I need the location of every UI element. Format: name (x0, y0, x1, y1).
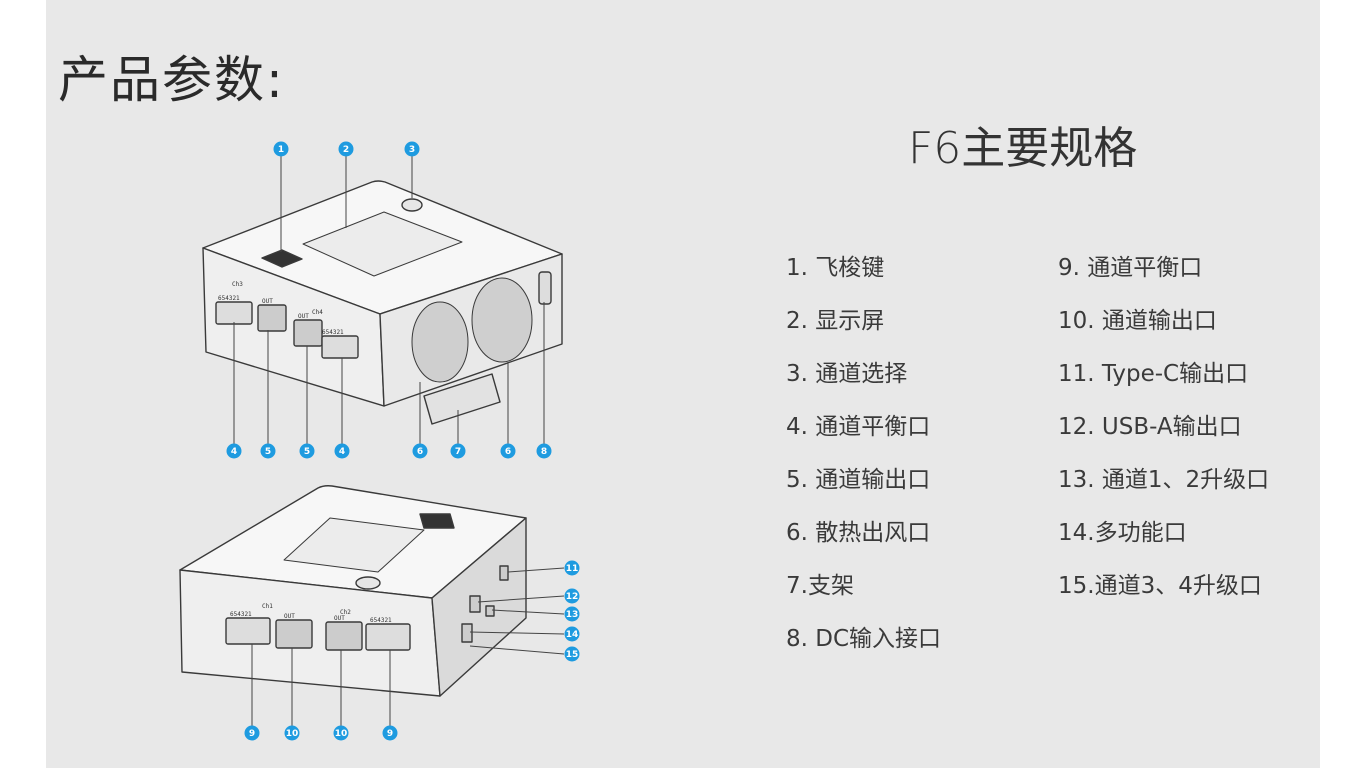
svg-text:11: 11 (566, 564, 579, 574)
callout-badge: 2 (338, 141, 354, 157)
port-label: 654321 (370, 617, 392, 624)
callout-badge: 6 (500, 443, 516, 459)
spec-item: 4. 通道平衡口 (786, 414, 931, 440)
callout-badge: 9 (244, 725, 260, 741)
callout-badge: 12 (564, 588, 580, 604)
upgrade-port-icon (485, 605, 495, 617)
callout-badge: 5 (299, 443, 315, 459)
callout-badge: 3 (404, 141, 420, 157)
svg-text:2: 2 (343, 145, 349, 155)
callout-badge: 9 (382, 725, 398, 741)
svg-text:8: 8 (541, 447, 547, 457)
port-label: 654321 (218, 295, 240, 302)
jog-key-icon (261, 249, 303, 268)
svg-text:3: 3 (409, 145, 415, 155)
callout-badge: 6 (412, 443, 428, 459)
vent-icon (411, 301, 469, 383)
device-top-view (202, 180, 563, 425)
page-title: 产品参数: (58, 51, 285, 109)
channel-label: Ch1 (262, 603, 273, 610)
port-label: OUT (334, 615, 345, 622)
output-port-icon (293, 319, 323, 347)
svg-text:9: 9 (249, 729, 255, 739)
balance-port-icon (215, 301, 253, 325)
spec-item: 2. 显示屏 (786, 308, 885, 334)
type-c-port-icon (499, 565, 509, 581)
svg-text:12: 12 (566, 592, 579, 602)
callout-badge: 10 (333, 725, 349, 741)
channel-label: Ch3 (232, 281, 243, 288)
port-label: OUT (298, 313, 309, 320)
callout-badge: 4 (226, 443, 242, 459)
output-port-icon (275, 619, 313, 649)
spec-item: 3. 通道选择 (786, 361, 908, 387)
svg-text:6: 6 (505, 447, 511, 457)
spec-item: 10. 通道输出口 (1058, 308, 1217, 334)
port-label: OUT (284, 613, 295, 620)
callout-badge: 8 (536, 443, 552, 459)
spec-item: 14.多功能口 (1058, 520, 1187, 546)
svg-text:5: 5 (265, 447, 271, 457)
svg-text:7: 7 (455, 447, 461, 457)
svg-text:15: 15 (566, 650, 579, 660)
spec-item: 12. USB-A输出口 (1058, 414, 1242, 440)
port-label: OUT (262, 298, 273, 305)
callout-badge: 13 (564, 606, 580, 622)
dc-input-icon (538, 271, 552, 305)
spec-item: 7.支架 (786, 573, 854, 599)
device-bottom-view (179, 485, 527, 697)
port-label: 654321 (322, 329, 344, 336)
svg-text:4: 4 (231, 447, 237, 457)
balance-port-icon (321, 335, 359, 359)
spec-list-left: 1. 飞梭键 2. 显示屏 3. 通道选择 4. 通道平衡口 5. 通道输出口 … (786, 250, 941, 674)
spec-item: 8. DC输入接口 (786, 626, 942, 652)
callout-badge: 7 (450, 443, 466, 459)
callout-badge: 10 (284, 725, 300, 741)
svg-text:1: 1 (278, 145, 284, 155)
channel-label: Ch2 (340, 609, 351, 616)
spec-item: 9. 通道平衡口 (1058, 255, 1203, 281)
balance-port-icon (365, 623, 411, 651)
svg-text:6: 6 (417, 447, 423, 457)
callout-badge: 14 (564, 626, 580, 642)
vent-icon (471, 277, 533, 363)
usb-a-port-icon (469, 595, 481, 613)
spec-item: 6. 散热出风口 (786, 520, 931, 546)
spec-item: 11. Type-C输出口 (1058, 361, 1249, 387)
spec-list-right: 9. 通道平衡口 10. 通道输出口 11. Type-C输出口 12. USB… (1058, 250, 1269, 621)
output-port-icon (325, 621, 363, 651)
svg-text:9: 9 (387, 729, 393, 739)
callout-badge: 15 (564, 646, 580, 662)
callout-badges: 1 2 3 4 5 5 4 6 7 6 8 11 12 13 14 15 9 1… (226, 141, 580, 741)
channel-label: Ch4 (312, 309, 323, 316)
spec-item: 1. 飞梭键 (786, 255, 885, 281)
callout-badge: 4 (334, 443, 350, 459)
channel-select-button-icon (355, 576, 381, 590)
svg-text:10: 10 (286, 729, 299, 739)
spec-item: 13. 通道1、2升级口 (1058, 467, 1270, 493)
multi-function-port-icon (461, 623, 473, 643)
spec-title: F6主要规格 (908, 123, 1138, 174)
jog-key-icon (419, 513, 455, 529)
channel-select-button-icon (401, 198, 423, 212)
port-label: 654321 (230, 611, 252, 618)
svg-text:13: 13 (566, 610, 579, 620)
callout-badge: 5 (260, 443, 276, 459)
spec-item: 5. 通道输出口 (786, 467, 931, 493)
output-port-icon (257, 304, 287, 332)
balance-port-icon (225, 617, 271, 645)
callout-badge: 1 (273, 141, 289, 157)
callout-badge: 11 (564, 560, 580, 576)
spec-item: 15.通道3、4升级口 (1058, 573, 1262, 599)
svg-text:14: 14 (566, 630, 579, 640)
svg-text:4: 4 (339, 447, 345, 457)
svg-text:5: 5 (304, 447, 310, 457)
svg-text:10: 10 (335, 729, 348, 739)
